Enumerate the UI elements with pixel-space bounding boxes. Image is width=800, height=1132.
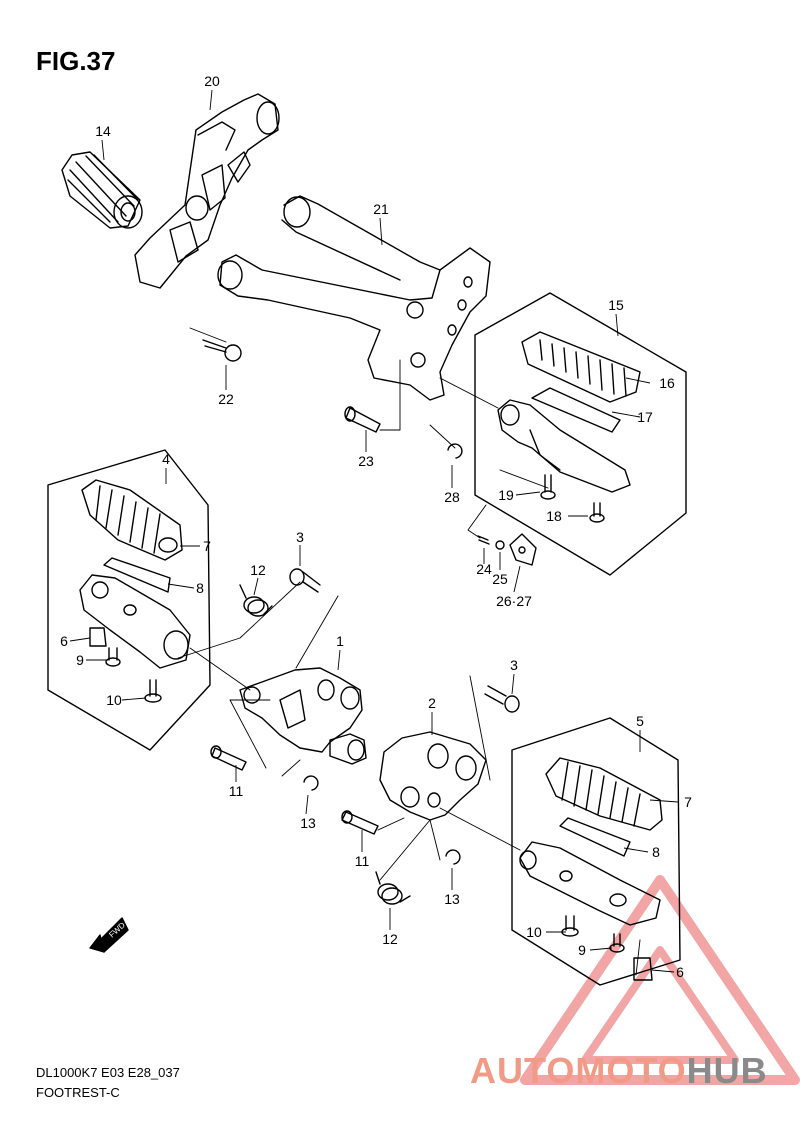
callout-10-left: 10 bbox=[106, 692, 122, 708]
pin-part-23 bbox=[344, 406, 381, 433]
callout-25: 25 bbox=[492, 571, 508, 587]
assembly-lines-lower bbox=[177, 581, 641, 976]
callout-18: 18 bbox=[546, 508, 562, 524]
screw-part-18 bbox=[589, 502, 605, 523]
callout-16: 16 bbox=[659, 375, 675, 391]
footer-name: FOOTREST-C bbox=[36, 1085, 120, 1100]
detent-parts-24-25-27 bbox=[477, 533, 537, 566]
callout-8-left: 8 bbox=[196, 580, 204, 596]
footpeg-body-part-15 bbox=[497, 399, 631, 493]
spring-part-12-left bbox=[239, 584, 273, 617]
bracket-part-21 bbox=[217, 195, 491, 401]
callout-4: 4 bbox=[162, 451, 170, 467]
fwd-arrow-icon bbox=[89, 917, 129, 953]
rubber-part-7-right bbox=[545, 757, 663, 831]
bolt-part-22 bbox=[202, 339, 242, 362]
plate-part-8-right bbox=[559, 817, 631, 857]
clip-part-13-left bbox=[303, 775, 319, 791]
callout-14: 14 bbox=[95, 123, 111, 139]
callout-9-left: 9 bbox=[76, 652, 84, 668]
footpeg-body-right bbox=[519, 841, 661, 926]
callout-12-right: 12 bbox=[382, 931, 398, 947]
clip-part-13-right bbox=[445, 849, 461, 865]
callout-labels: 20 14 21 15 16 17 22 23 28 19 18 4 7 8 3… bbox=[60, 73, 692, 980]
callout-19: 19 bbox=[498, 487, 514, 503]
figure-title: FIG.37 bbox=[36, 46, 116, 76]
callout-24: 24 bbox=[476, 561, 492, 577]
callout-3-right: 3 bbox=[510, 657, 518, 673]
spring-part-12-right bbox=[375, 871, 411, 905]
assembly-lines-upper bbox=[189, 327, 549, 539]
callout-21: 21 bbox=[373, 201, 389, 217]
plate-part-17 bbox=[531, 387, 621, 433]
callout-7-left: 7 bbox=[203, 538, 211, 554]
callout-2: 2 bbox=[428, 695, 436, 711]
rubber-part-7-left bbox=[81, 479, 183, 561]
callout-9-right: 9 bbox=[578, 942, 586, 958]
screw-part-19 bbox=[540, 474, 556, 500]
callout-7-right: 7 bbox=[684, 794, 692, 810]
callout-28: 28 bbox=[444, 489, 460, 505]
callout-1: 1 bbox=[336, 633, 344, 649]
footpeg-part-14 bbox=[61, 151, 143, 229]
callout-6-left: 6 bbox=[60, 633, 68, 649]
watermark-logo: AUTOMOTOHUB bbox=[470, 1050, 768, 1092]
bolt-part-3-right bbox=[484, 685, 520, 713]
pin-part-11-left bbox=[210, 745, 247, 771]
callout-26-27: 26·27 bbox=[496, 593, 532, 609]
callout-11-right: 11 bbox=[355, 853, 370, 869]
bracket-part-2 bbox=[379, 731, 487, 821]
callout-22: 22 bbox=[218, 391, 234, 407]
bracket-part-20 bbox=[134, 93, 280, 289]
bolt-part-3-left bbox=[289, 568, 321, 593]
callout-6-right: 6 bbox=[676, 964, 684, 980]
footpeg-body-left bbox=[79, 574, 191, 669]
watermark-part1: AUTOMOTO bbox=[470, 1050, 687, 1091]
callout-15: 15 bbox=[608, 297, 624, 313]
plate-part-8-left bbox=[103, 557, 171, 593]
footer-code: DL1000K7 E03 E28_037 bbox=[36, 1065, 180, 1080]
callout-leaders bbox=[69, 89, 679, 973]
callout-3-left: 3 bbox=[296, 529, 304, 545]
callout-13-left: 13 bbox=[300, 815, 316, 831]
callout-5: 5 bbox=[636, 713, 644, 729]
callout-10-right: 10 bbox=[526, 924, 542, 940]
callout-17: 17 bbox=[637, 409, 653, 425]
box-part-4 bbox=[47, 449, 211, 751]
bracket-part-1 bbox=[239, 667, 367, 765]
pin-part-11-right bbox=[341, 810, 379, 835]
callout-12-left: 12 bbox=[250, 562, 266, 578]
callout-8-right: 8 bbox=[652, 844, 660, 860]
hardware-6-9-10-left bbox=[89, 627, 162, 703]
watermark-part2: HUB bbox=[686, 1050, 768, 1091]
callout-20: 20 bbox=[204, 73, 220, 89]
callout-11-left: 11 bbox=[229, 783, 244, 799]
callout-23: 23 bbox=[358, 453, 374, 469]
box-part-15 bbox=[474, 292, 687, 576]
rubber-part-16 bbox=[521, 331, 641, 403]
clip-part-28 bbox=[447, 443, 463, 459]
callout-13-right: 13 bbox=[444, 891, 460, 907]
box-part-5 bbox=[511, 717, 681, 986]
